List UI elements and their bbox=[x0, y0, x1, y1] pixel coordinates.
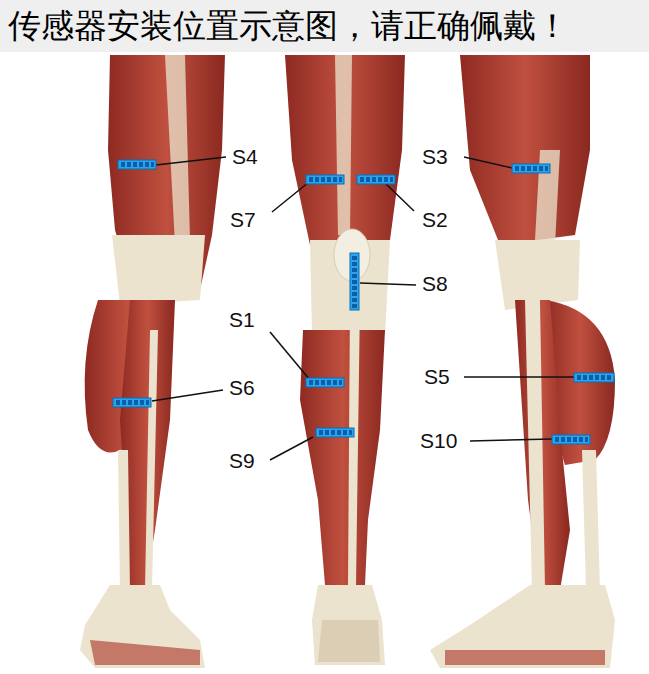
callout-number: S8 bbox=[422, 273, 448, 295]
callout-number: S10 bbox=[420, 430, 457, 452]
callout-number: S1 bbox=[229, 309, 255, 331]
right-leg bbox=[430, 55, 615, 668]
callout-number: S4 bbox=[232, 146, 258, 168]
leader-lines bbox=[152, 157, 574, 460]
callout-number: S2 bbox=[422, 209, 448, 231]
callout-number: S5 bbox=[424, 366, 450, 388]
middle-leg bbox=[285, 55, 405, 665]
title: 传感器安装位置示意图，请正确佩戴！ bbox=[8, 7, 569, 45]
callout-number: S9 bbox=[229, 450, 255, 472]
sensor-bars bbox=[113, 160, 614, 444]
callout-number: S3 bbox=[422, 146, 448, 168]
left-leg bbox=[80, 55, 225, 668]
callout-number: S7 bbox=[230, 209, 256, 231]
callout-number: S6 bbox=[229, 377, 255, 399]
